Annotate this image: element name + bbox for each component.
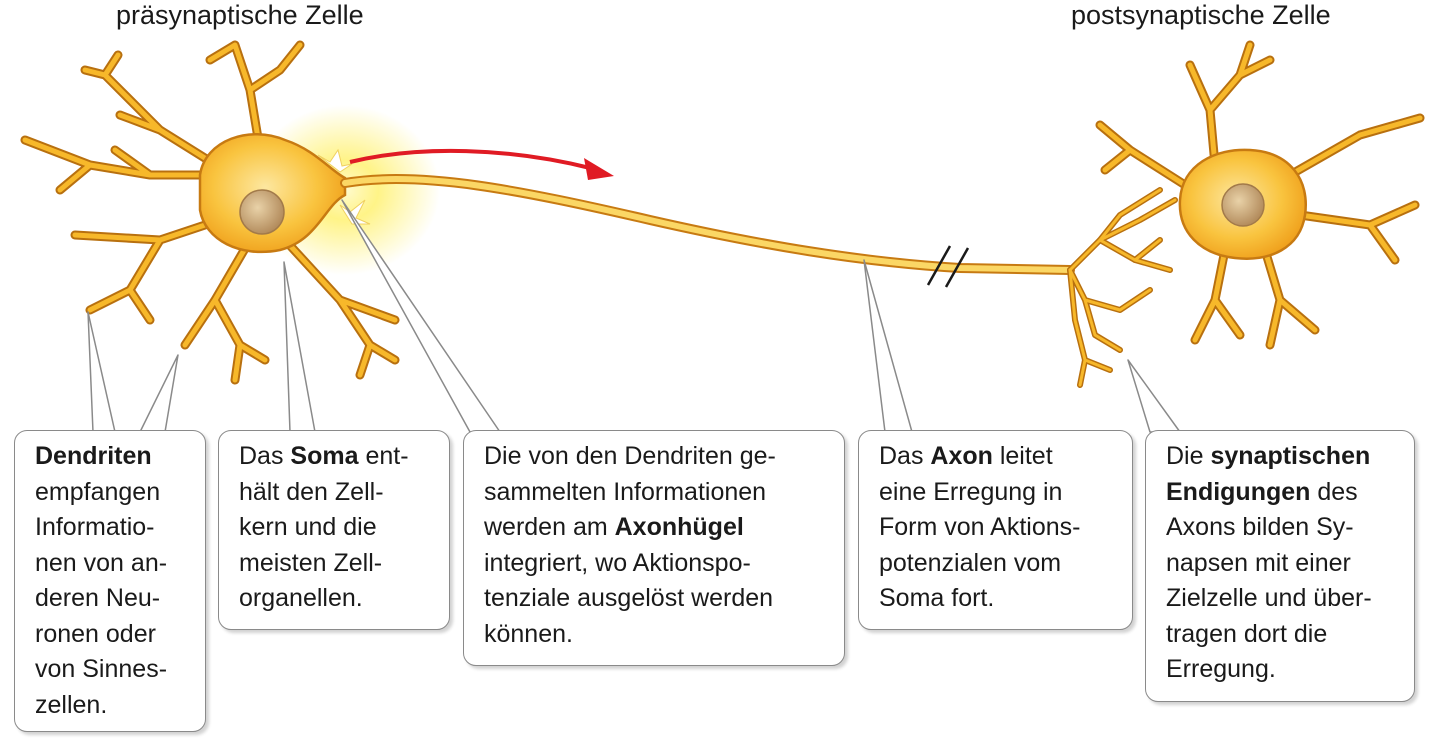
presynaptic-cell-title: präsynaptische Zelle <box>116 0 364 30</box>
callout-line: meisten Zell- <box>239 548 383 577</box>
signal-arrow-head-icon <box>584 158 614 180</box>
callout-text: Das <box>239 442 291 470</box>
callout-line: Erregung. <box>1166 655 1276 683</box>
callout-bold-term: Soma <box>290 442 359 470</box>
callout-line: nen von an- <box>35 548 168 577</box>
callout-line: ronen oder <box>35 619 156 648</box>
callout-line: Zielzelle und über- <box>1166 584 1372 612</box>
axon-break-mark <box>926 245 970 288</box>
callout-text: des <box>1310 477 1358 506</box>
callout-synaptic-terminals: Die synaptischen Endigungen des Axons bi… <box>1145 430 1415 702</box>
signal-arrow <box>349 148 591 170</box>
presynaptic-nucleus <box>239 189 285 235</box>
callout-line: zellen. <box>35 690 108 719</box>
callout-axon: Das Axon leitet eine Erregung in Form vo… <box>858 430 1133 630</box>
axon <box>340 173 1075 275</box>
callout-bold-term: Axonhügel <box>614 513 744 541</box>
postsynaptic-nucleus <box>1221 183 1265 227</box>
callout-line: sammelten Informationen <box>484 477 767 506</box>
callout-line: können. <box>484 619 573 648</box>
callout-text: ent- <box>358 442 409 470</box>
callout-line: Form von Aktions- <box>879 513 1081 541</box>
postsynaptic-dendrites <box>1095 40 1425 350</box>
callout-text: Die <box>1166 442 1211 470</box>
callout-line: kern und die <box>239 513 377 541</box>
spark-icon <box>317 148 353 173</box>
callout-line: eine Erregung in <box>879 477 1063 506</box>
callout-pointers <box>87 199 1181 433</box>
callout-line: Die von den Dendriten ge- <box>484 442 776 470</box>
synaptic-terminals <box>1067 187 1178 388</box>
callout-text: Das <box>879 442 931 470</box>
callout-text: werden am <box>484 513 615 541</box>
callout-line: organellen. <box>239 584 363 612</box>
callout-bold-term: Endigungen <box>1166 477 1311 506</box>
callout-line: von Sinnes- <box>35 655 168 683</box>
callout-line: tenziale ausgelöst werden <box>484 584 774 612</box>
callout-soma: Das Soma ent- hält den Zell- kern und di… <box>218 430 450 630</box>
callout-line: Soma fort. <box>879 584 995 612</box>
callout-bold-term: Dendriten <box>35 442 152 470</box>
postsynaptic-cell-title: postsynaptische Zelle <box>1071 0 1331 30</box>
callout-line: napsen mit einer <box>1166 548 1351 577</box>
callout-line: empfangen <box>35 477 161 506</box>
callout-bold-term: synaptischen <box>1210 442 1371 470</box>
callout-line: Axons bilden Sy- <box>1166 513 1354 541</box>
callout-text: leitet <box>992 442 1053 470</box>
callout-line: deren Neu- <box>35 584 161 612</box>
callout-line: integriert, wo Aktionspo- <box>484 548 751 577</box>
callout-bold-term: Axon <box>930 442 993 470</box>
callout-axon-hillock: Die von den Dendriten ge- sammelten Info… <box>463 430 845 666</box>
callout-dendrites: Dendriten empfangen Informatio- nen von … <box>14 430 206 732</box>
callout-line: hält den Zell- <box>239 477 384 506</box>
callout-line: tragen dort die <box>1166 619 1328 648</box>
callout-line: potenzialen vom <box>879 548 1062 577</box>
presynaptic-dendrites <box>20 40 400 385</box>
callout-line: Informatio- <box>35 513 155 541</box>
